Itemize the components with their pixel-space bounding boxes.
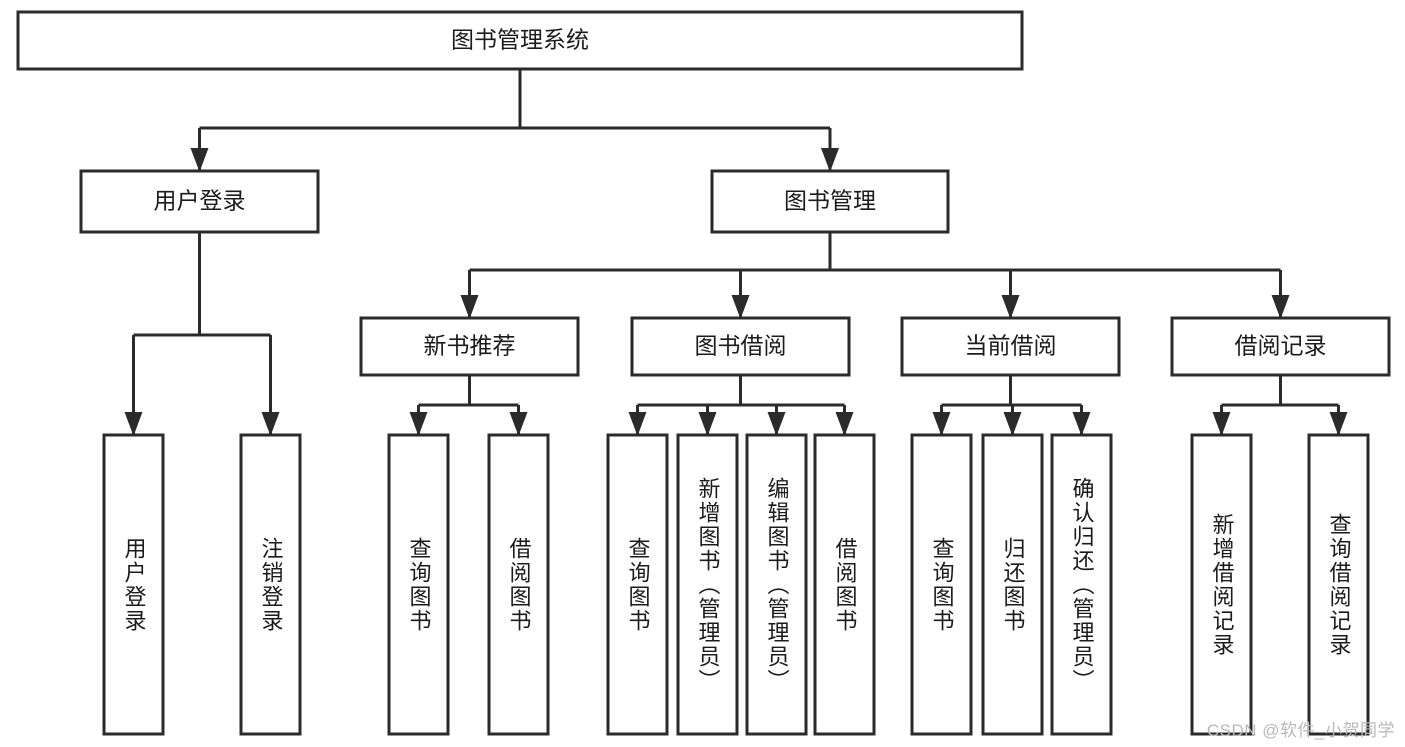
arrow-head-icon <box>1072 412 1091 436</box>
node-label-book-manage: 图书管理 <box>784 188 876 214</box>
arrow-head-icon <box>1003 412 1022 436</box>
node-leaf-logout-login[interactable] <box>239 433 302 736</box>
arrow-head-icon <box>190 148 209 172</box>
node-current-borrow[interactable] <box>900 316 1121 377</box>
node-label-new-book-recommend: 新书推荐 <box>424 333 516 359</box>
node-leaf-borrow-book[interactable] <box>813 433 876 736</box>
node-leaf-query-book-recommend[interactable] <box>387 433 450 736</box>
arrow-head-icon <box>1212 412 1231 436</box>
arrow-head-icon <box>698 412 717 436</box>
node-leaf-add-borrow-record[interactable] <box>1190 433 1253 736</box>
node-leaf-query-borrow-record[interactable] <box>1307 433 1370 736</box>
node-leaf-query-book-current[interactable] <box>910 433 973 736</box>
arrow-head-icon <box>1001 295 1020 319</box>
node-label-root: 图书管理系统 <box>451 27 589 53</box>
node-leaf-confirm-return-admin[interactable] <box>1050 433 1113 736</box>
node-label-current-borrow: 当前借阅 <box>965 333 1057 359</box>
arrow-head-icon <box>932 412 951 436</box>
node-box-layer <box>16 10 1391 736</box>
arrow-head-icon <box>509 412 528 436</box>
node-book-borrow[interactable] <box>630 316 851 377</box>
node-book-manage[interactable] <box>710 169 950 234</box>
node-leaf-return-book[interactable] <box>981 433 1044 736</box>
node-borrow-record[interactable] <box>1170 316 1391 377</box>
node-user-login[interactable] <box>79 169 320 234</box>
arrow-head-icon <box>124 412 143 436</box>
arrow-head-icon <box>821 148 839 172</box>
arrow-head-icon <box>261 412 280 436</box>
node-label-book-borrow: 图书借阅 <box>695 333 787 359</box>
connector-layer <box>124 69 1348 436</box>
arrow-head-icon <box>628 412 647 436</box>
arrow-head-icon <box>1271 295 1290 319</box>
node-leaf-edit-book-admin[interactable] <box>745 433 808 736</box>
arrow-head-icon <box>835 412 854 436</box>
arrow-head-icon <box>767 412 786 436</box>
arrow-head-icon <box>409 412 428 436</box>
node-leaf-borrow-book-recommend[interactable] <box>487 433 550 736</box>
node-label-borrow-record: 借阅记录 <box>1235 333 1327 359</box>
watermark-text: CSDN @软件_小贺同学 <box>1206 721 1395 740</box>
arrow-head-icon <box>1329 412 1348 436</box>
node-leaf-user-login[interactable] <box>102 433 165 736</box>
node-leaf-add-book-admin[interactable] <box>676 433 739 736</box>
node-label-user-login: 用户登录 <box>154 188 246 214</box>
node-new-book-recommend[interactable] <box>359 316 580 377</box>
node-leaf-query-book-borrow[interactable] <box>606 433 669 736</box>
node-root[interactable] <box>16 10 1024 71</box>
arrow-head-icon <box>731 295 750 319</box>
arrow-head-icon <box>460 295 479 319</box>
